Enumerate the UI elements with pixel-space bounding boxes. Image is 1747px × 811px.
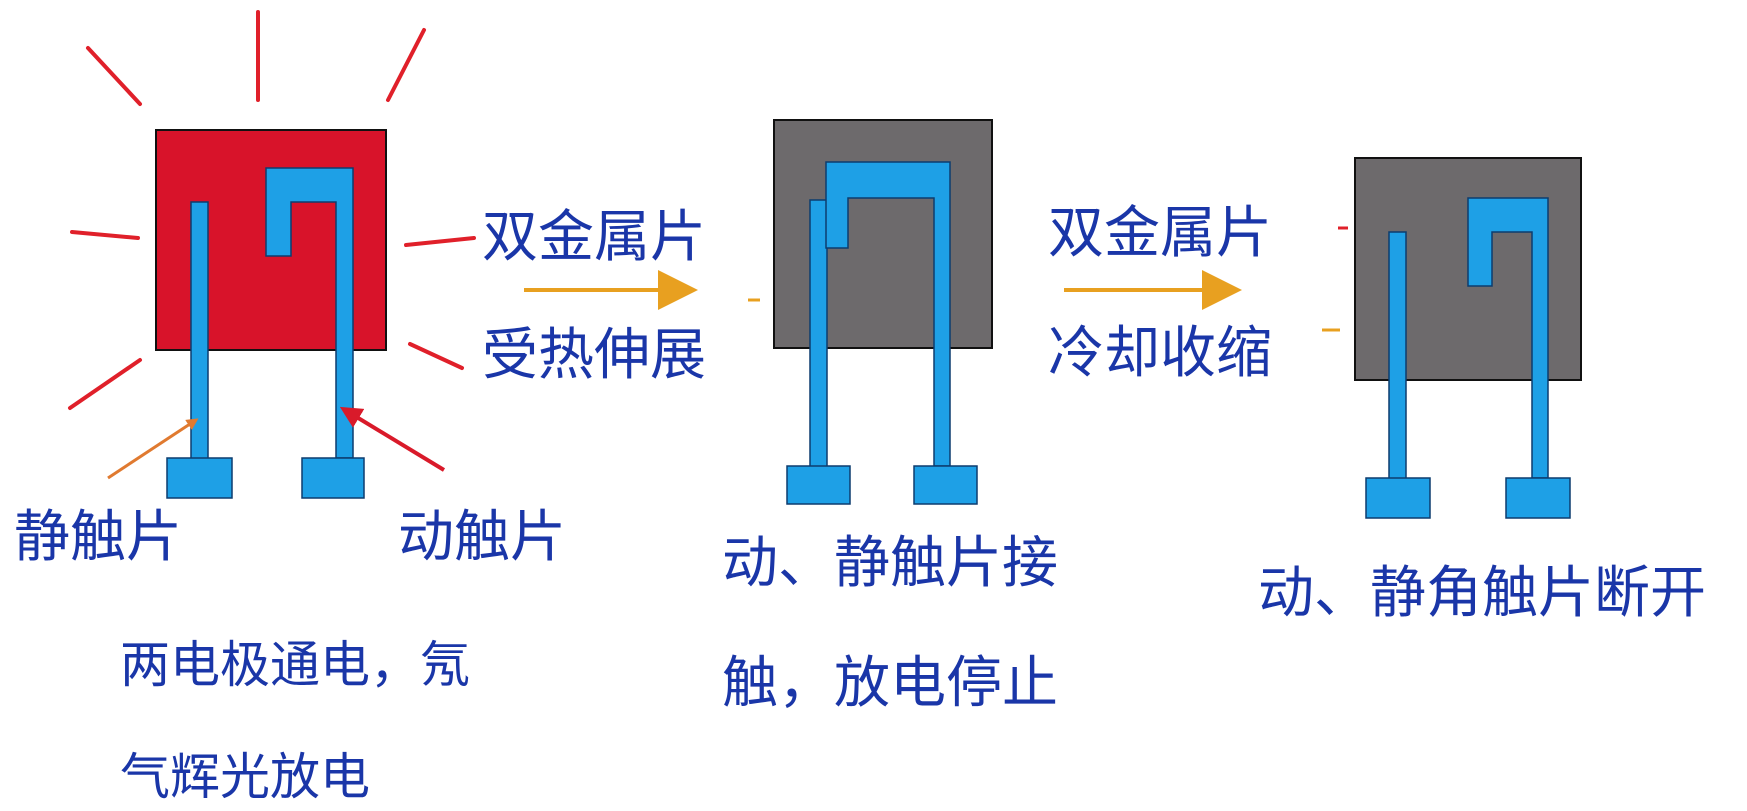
glow-ray	[68, 358, 142, 410]
transition1-line2: 受热伸展	[482, 323, 706, 388]
glow-ray	[408, 342, 464, 370]
static-contact-strip	[1388, 231, 1407, 491]
moving-contact-label: 动触片	[398, 505, 566, 570]
transition1-line1: 双金属片	[482, 205, 706, 270]
static-contact-label: 静触片	[14, 505, 182, 570]
stage1-caption-line2: 气辉光放电	[120, 748, 370, 806]
stage2-caption-line2: 触，放电停止	[722, 651, 1058, 716]
glow-ray	[404, 236, 476, 247]
transition2-line1: 双金属片	[1048, 201, 1272, 266]
static-contact-base	[166, 457, 233, 499]
static-contact-base	[786, 465, 851, 505]
transition2-line2: 冷却收缩	[1048, 321, 1272, 386]
stage3-moving-contact	[1467, 197, 1571, 519]
moving-contact-base	[301, 457, 365, 499]
bimetal-strip-contracted	[1467, 197, 1549, 479]
moving-contact-base	[913, 465, 978, 505]
static-contact-pointer	[107, 418, 199, 480]
stage1-static-contact	[166, 201, 233, 499]
moving-contact-pointer	[339, 406, 446, 472]
bimetal-strip-extended	[825, 161, 951, 467]
bimetal-strip	[265, 167, 354, 459]
glow-ray	[386, 28, 426, 102]
stage1-caption-line1: 两电极通电，氖	[120, 636, 470, 694]
glow-ray	[86, 46, 142, 106]
stage2-moving-contact	[825, 161, 978, 505]
stage1-moving-contact	[265, 167, 365, 499]
stage2-caption-line1: 动、静触片接	[722, 531, 1058, 596]
static-contact-base	[1365, 477, 1431, 519]
static-contact-strip	[809, 199, 828, 483]
moving-contact-base	[1505, 477, 1571, 519]
glow-rays	[68, 10, 476, 410]
bulb-body-contact	[773, 119, 993, 349]
stage3-static-contact	[1365, 231, 1431, 519]
glow-ray	[70, 230, 140, 240]
stage2-static-contact	[786, 199, 851, 505]
static-contact-strip	[190, 201, 209, 471]
stage3-caption: 动、静角触片断开	[1258, 561, 1706, 626]
